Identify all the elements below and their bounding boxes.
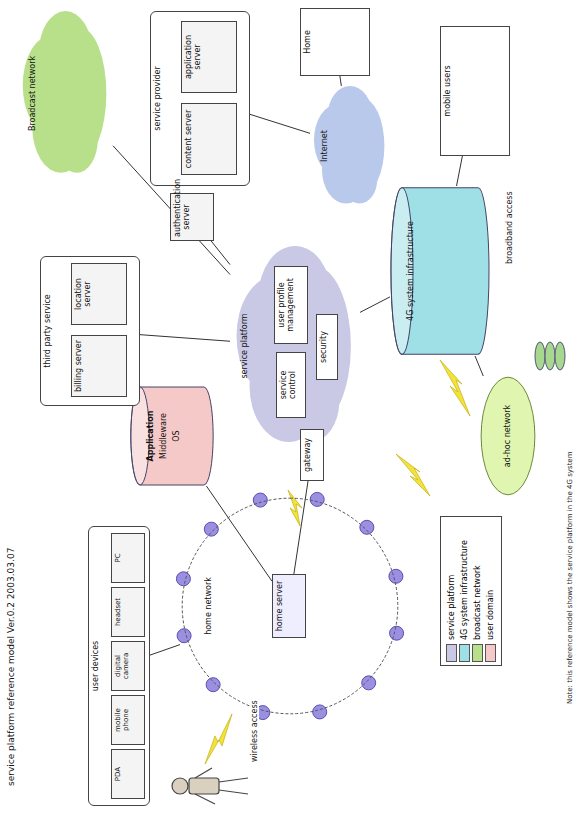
connector (475, 356, 483, 376)
mobile-users-box: mobile users (440, 26, 510, 156)
node-title: application server (182, 22, 204, 92)
home-box: Home (300, 8, 370, 76)
node-title: service provider (151, 12, 164, 185)
legend-swatch (446, 644, 457, 662)
device-box: PC (111, 533, 145, 583)
node-title: mobile phone (112, 696, 132, 744)
legend-row: broadcast network (472, 520, 483, 662)
connector (211, 241, 230, 265)
node-title: user devices (89, 527, 102, 805)
connector (294, 481, 308, 574)
legend-swatch (459, 644, 470, 662)
node-title: billing server (72, 336, 85, 396)
diagram-title: service platform reference model Ver.0.2… (6, 548, 16, 786)
node-title: Application (144, 386, 157, 486)
connector (250, 114, 310, 133)
note-text: Note: this reference model shows the ser… (566, 450, 574, 707)
application-stack: ApplicationMiddlewareOS (130, 386, 214, 486)
legend-text: service platform (447, 575, 456, 640)
connector (206, 486, 272, 581)
connector (340, 76, 341, 86)
device-box: headset (111, 587, 145, 637)
node-text: OS (170, 386, 183, 486)
server-box: application server (181, 21, 237, 93)
home-network-ring: home network home server (180, 496, 400, 716)
provider-box: service provider content server applicatio… (150, 11, 250, 186)
node-title: home server (273, 575, 286, 637)
server-box: home server (272, 574, 306, 638)
device-box: mobile phone (111, 695, 145, 745)
connector (140, 335, 230, 342)
adhoc-ellipse: ad-hoc network (480, 376, 536, 496)
server-box: location server (71, 263, 127, 325)
node-title: PDA (112, 750, 124, 798)
database-stack (535, 342, 565, 370)
link-label: wireless access (250, 698, 259, 764)
node-title: Broadcast network (26, 11, 39, 176)
node-text: Middleware (157, 386, 170, 486)
legend-row: 4G system infrastructure (459, 520, 470, 662)
device-box: PDA (111, 749, 145, 799)
node-title: mobile users (441, 27, 454, 155)
node-title: user profile management (275, 267, 297, 343)
node-title: 4G system infrastructure (404, 186, 417, 356)
third-party-box: third party service billing server locatio… (40, 256, 140, 406)
internet-cloud: Internet (310, 86, 390, 206)
cyl-outline (130, 386, 214, 486)
legend-text: broadcast network (473, 565, 482, 640)
node-title: ad-hoc network (501, 376, 514, 496)
node-title: home network (202, 496, 215, 716)
legend-row: user domain (485, 520, 496, 662)
device-panel: user devicesPDA mobile phone digital camer… (88, 526, 150, 806)
legend-swatch (472, 644, 483, 662)
cyl-outline (390, 186, 490, 356)
service-platform-cloud: service platform service control user prof… (230, 246, 360, 446)
node-title: security (317, 315, 330, 379)
legend-text: 4G system infrastructure (460, 540, 469, 640)
node-title: PC (112, 534, 124, 582)
node-title: authentication server (171, 194, 193, 240)
node-title: service platform (238, 246, 251, 446)
node-title: location server (72, 264, 94, 324)
legend-row: service platform (446, 520, 457, 662)
connector (457, 156, 463, 186)
node-title: headset (112, 588, 124, 636)
function-box: security (316, 314, 338, 380)
legend-text: user domain (486, 590, 495, 640)
gateway-box: gateway (300, 429, 324, 481)
legend-box: service platform 4G system infrastructure… (440, 516, 502, 666)
node-title: third party service (41, 257, 54, 405)
infrastructure-cylinder: 4G system infrastructure (390, 186, 490, 356)
node-title: digital camera (112, 642, 132, 690)
legend-swatch (485, 644, 496, 662)
broadcast-cloud: Broadcast network (18, 11, 113, 176)
server-box: authentication server (170, 193, 214, 241)
node-title: content server (182, 104, 195, 174)
device-box: digital camera (111, 641, 145, 691)
connector (360, 297, 390, 313)
connector (150, 645, 180, 656)
server-box: billing server (71, 335, 127, 397)
node-title: gateway (301, 430, 314, 480)
server-box: content server (181, 103, 237, 175)
user-figure (172, 768, 248, 804)
link-label: broadband access (505, 189, 514, 266)
node-title: Internet (318, 86, 331, 206)
function-box: user profile management (274, 266, 308, 344)
function-box: service control (276, 352, 306, 418)
node-title: Home (301, 9, 314, 75)
node-title: service control (277, 353, 299, 417)
ring-terminals (176, 492, 403, 719)
